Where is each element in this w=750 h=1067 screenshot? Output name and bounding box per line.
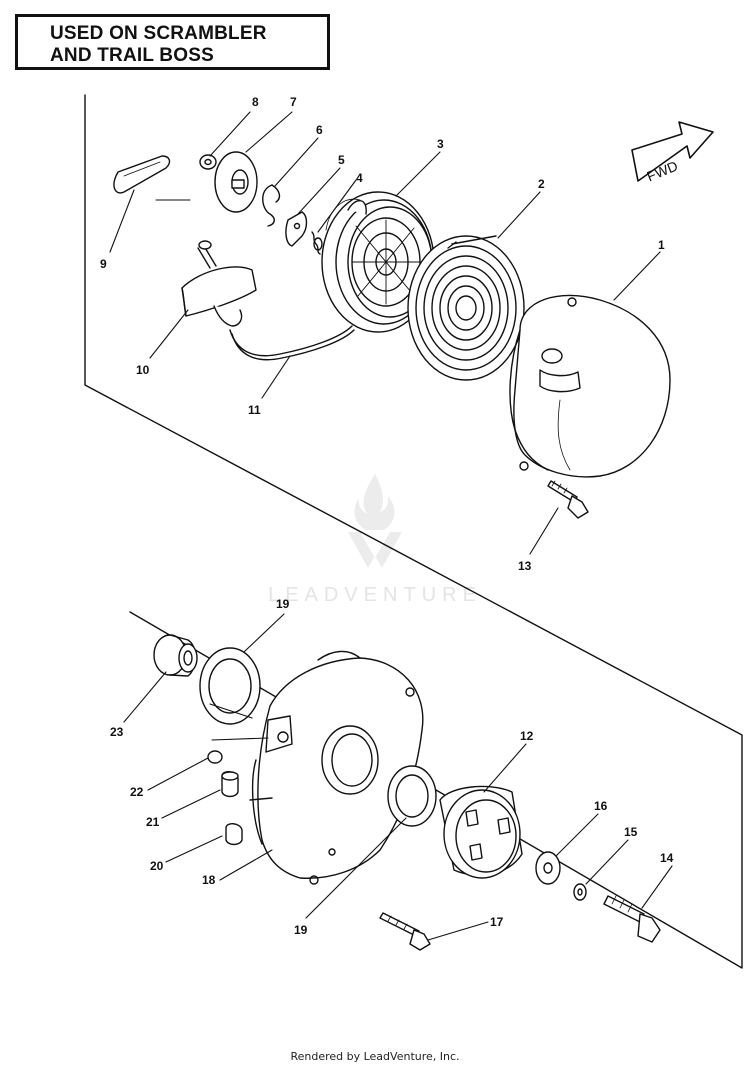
title-line-1: USED ON SCRAMBLER bbox=[50, 23, 267, 44]
part-1-housing bbox=[509, 294, 671, 478]
part-11-rope bbox=[229, 325, 355, 361]
leader-lines bbox=[109, 111, 673, 941]
part-6-clip bbox=[262, 184, 281, 227]
callout-21: 21 bbox=[146, 815, 160, 829]
callout-10: 10 bbox=[136, 363, 150, 377]
callout-7: 7 bbox=[290, 95, 297, 109]
callout-17: 17 bbox=[490, 915, 504, 929]
part-10-handle bbox=[181, 240, 257, 327]
part-12-ratchet bbox=[439, 785, 523, 879]
callout-19-lower: 19 bbox=[294, 923, 308, 937]
part-3-pulley bbox=[321, 191, 435, 333]
part-15-lockwasher bbox=[573, 883, 587, 901]
part-18-case bbox=[249, 650, 424, 885]
boundary-lines bbox=[84, 94, 743, 969]
callout-1: 1 bbox=[658, 238, 665, 252]
callout-14: 14 bbox=[660, 851, 674, 865]
part-7-cup bbox=[214, 151, 258, 213]
part-23-bushing bbox=[153, 634, 198, 677]
callout-22: 22 bbox=[130, 785, 144, 799]
callout-19-top: 19 bbox=[276, 597, 290, 611]
part-2-recoil-spring bbox=[407, 235, 525, 381]
callout-13: 13 bbox=[518, 559, 532, 573]
callout-6: 6 bbox=[316, 123, 323, 137]
callout-12: 12 bbox=[520, 729, 534, 743]
callout-20: 20 bbox=[150, 859, 164, 873]
part-16-washer bbox=[535, 851, 561, 885]
callout-15: 15 bbox=[624, 825, 638, 839]
part-14-bolt bbox=[603, 895, 661, 943]
part-5-pawl bbox=[285, 211, 308, 247]
fwd-arrow-icon: FWD bbox=[631, 121, 714, 184]
callout-3: 3 bbox=[437, 137, 444, 151]
watermark-logo-icon bbox=[348, 474, 402, 568]
callout-9: 9 bbox=[100, 257, 107, 271]
callout-2: 2 bbox=[538, 177, 545, 191]
title-line-2: AND TRAIL BOSS bbox=[50, 45, 214, 66]
part-13-bolt bbox=[547, 480, 589, 519]
callout-11: 11 bbox=[248, 403, 261, 417]
callout-18: 18 bbox=[202, 873, 216, 887]
callout-4: 4 bbox=[356, 171, 363, 185]
callout-16: 16 bbox=[594, 799, 608, 813]
part-17-bolt bbox=[379, 912, 431, 951]
part-20-plug bbox=[225, 823, 243, 846]
title-box: USED ON SCRAMBLER AND TRAIL BOSS bbox=[15, 14, 330, 70]
watermark-text: LEADVENTURE bbox=[268, 584, 482, 606]
part-19-seal-top bbox=[199, 647, 261, 725]
part-21-fitting bbox=[221, 771, 239, 798]
callout-5: 5 bbox=[338, 153, 345, 167]
footer-credit: Rendered by LeadVenture, Inc. bbox=[290, 1050, 460, 1063]
part-4-spring bbox=[311, 231, 323, 255]
callout-23: 23 bbox=[110, 725, 124, 739]
part-9-decal bbox=[113, 155, 171, 194]
callout-8: 8 bbox=[252, 95, 259, 109]
callout-labels: 8 7 6 5 4 3 2 1 9 10 11 13 19 23 12 22 2… bbox=[100, 95, 674, 937]
part-19-seal-lower bbox=[387, 765, 437, 827]
part-8-nut bbox=[199, 154, 217, 170]
part-22-washer bbox=[207, 750, 223, 764]
